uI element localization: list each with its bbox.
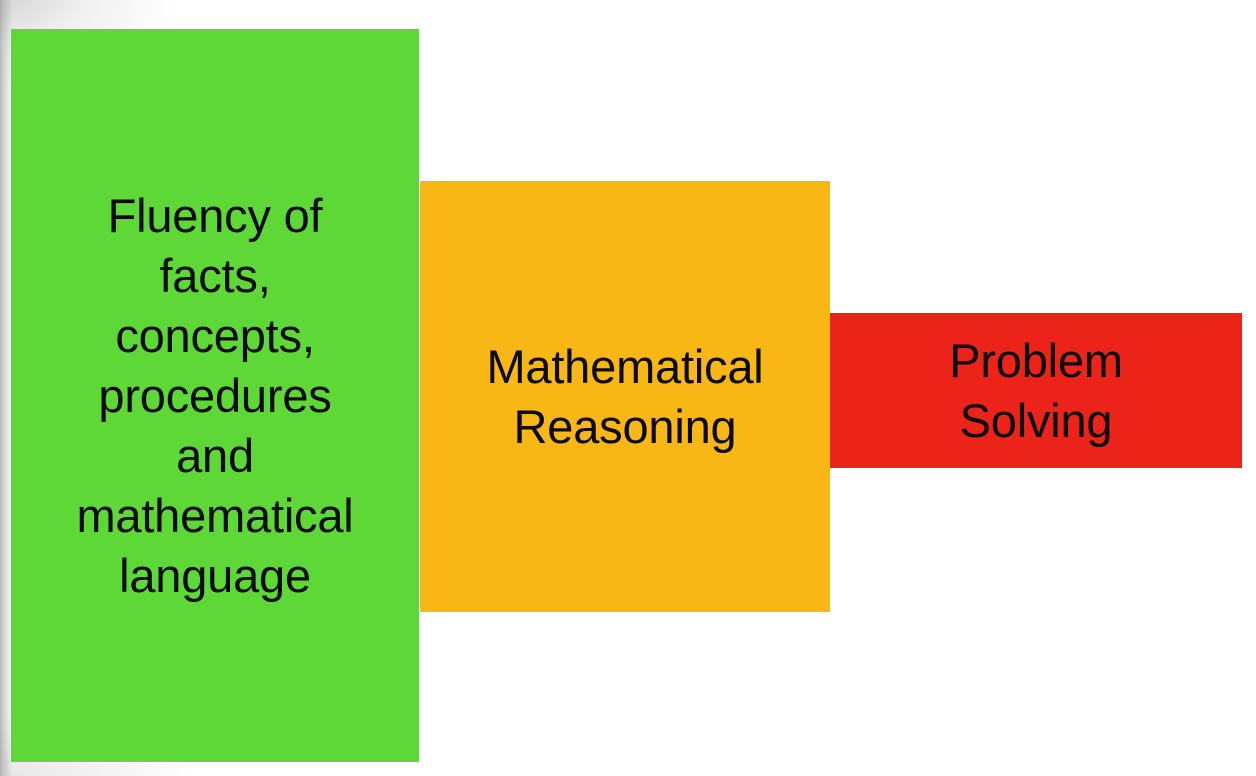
block-mathematical-reasoning: Mathematical Reasoning [420, 181, 830, 612]
block-problem-solving: Problem Solving [830, 313, 1242, 468]
left-edge-shadow [0, 0, 12, 776]
block-fluency: Fluency of facts, concepts, procedures a… [11, 29, 419, 762]
block-problem-solving-label: Problem Solving [949, 333, 1123, 447]
block-fluency-label: Fluency of facts, concepts, procedures a… [76, 188, 354, 602]
block-mathematical-reasoning-label: Mathematical Reasoning [486, 339, 764, 453]
